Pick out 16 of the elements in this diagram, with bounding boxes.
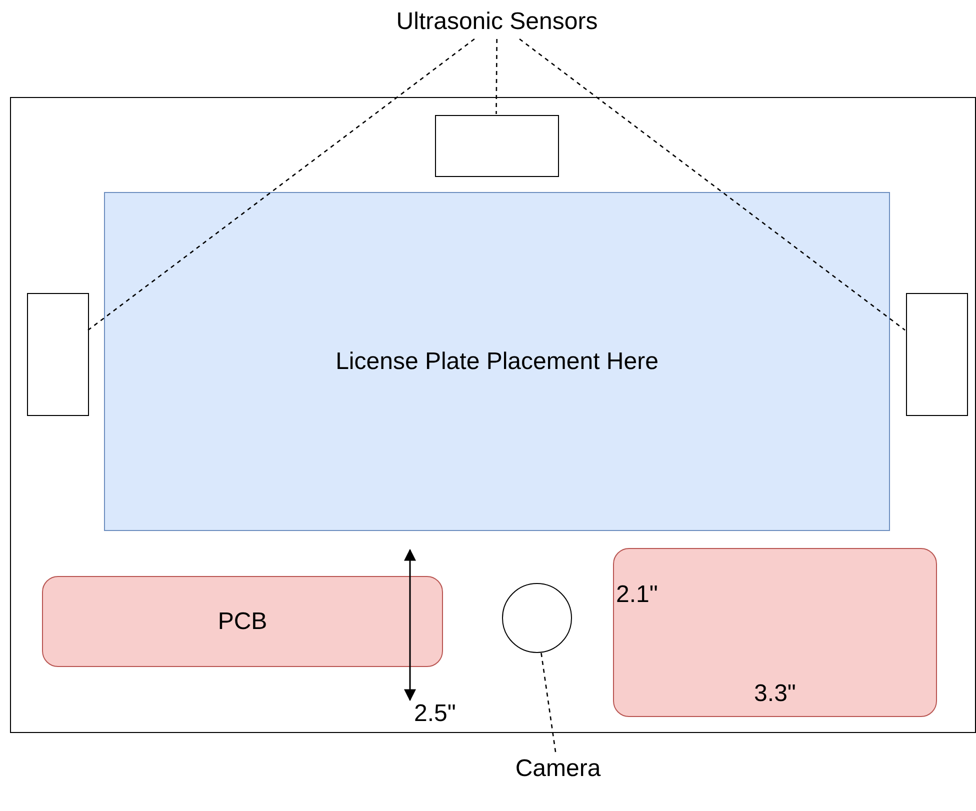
dimension-label: 3.3" (753, 680, 797, 708)
sensor-box (27, 293, 89, 416)
pcb-box: PCB (42, 576, 443, 667)
sensor-box (435, 115, 559, 177)
dimension-label: 2.1" (616, 581, 658, 609)
sensor-box (906, 293, 968, 416)
leader-line (519, 38, 906, 331)
camera-label: Camera (510, 752, 606, 786)
controller-board (613, 548, 937, 717)
board-outline (10, 97, 976, 733)
dimension-label: 2.5" (414, 700, 456, 728)
sensors-label: Ultrasonic Sensors (330, 5, 664, 39)
leader-line (88, 38, 475, 331)
leader-line (496, 39, 498, 114)
leader-line (540, 652, 556, 752)
plate-area: License Plate Placement Here (104, 192, 890, 531)
